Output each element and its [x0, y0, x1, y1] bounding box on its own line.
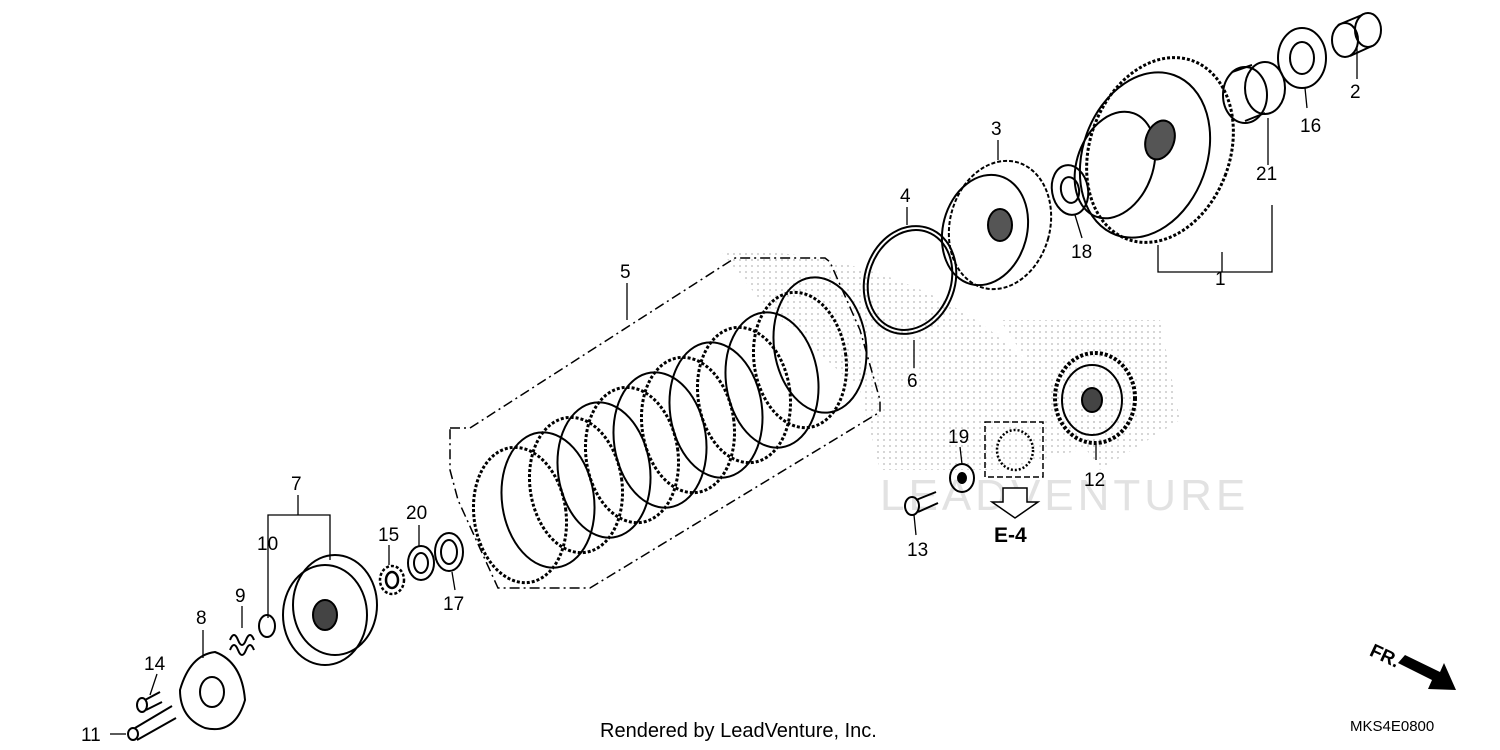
- callout-16: 16: [1300, 116, 1321, 137]
- part-17-washer[interactable]: [434, 532, 464, 572]
- callout-18: 18: [1071, 242, 1092, 263]
- callouts: 1 2 3 4 5 6 7 8 9 10 11 12 13 14 15 16 1…: [81, 82, 1361, 746]
- callout-6: 6: [907, 371, 918, 392]
- part-13-bolt[interactable]: [904, 491, 939, 516]
- callout-7: 7: [291, 474, 302, 495]
- part-4-ring[interactable]: [849, 213, 971, 347]
- front-label: FR.: [1366, 641, 1403, 673]
- svg-text:LEADVENTURE: LEADVENTURE: [880, 471, 1249, 520]
- leader-lines: [110, 48, 1358, 735]
- ref-arrow-down-icon: [989, 487, 1041, 519]
- callout-21: 21: [1256, 164, 1277, 185]
- callout-5: 5: [620, 262, 631, 283]
- callout-8: 8: [196, 608, 207, 629]
- callout-12: 12: [1084, 470, 1105, 491]
- part-1-clutch-outer[interactable]: [1058, 37, 1259, 263]
- ref-e4-spline-collar[interactable]: [984, 421, 1044, 478]
- watermark-logo: LEADVENTURE: [720, 250, 1249, 520]
- callout-13: 13: [907, 540, 928, 561]
- callout-2: 2: [1350, 82, 1361, 103]
- part-12-gear[interactable]: [1053, 351, 1137, 445]
- diagram-code: MKS4E0800: [1350, 718, 1435, 735]
- callout-15: 15: [378, 525, 399, 546]
- callout-17: 17: [443, 594, 464, 615]
- part-16-washer[interactable]: [1277, 27, 1327, 89]
- callout-10: 10: [257, 534, 278, 555]
- part-2-collar[interactable]: [1331, 12, 1382, 58]
- callout-1: 1: [1215, 269, 1226, 290]
- part-7-pressure-plate[interactable]: [282, 554, 378, 666]
- credit-text: Rendered by LeadVenture, Inc.: [600, 720, 877, 742]
- part-8-lifter-plate[interactable]: [178, 650, 247, 731]
- part-21-needle-bearing[interactable]: [1222, 61, 1286, 124]
- part-20-washer[interactable]: [407, 545, 435, 581]
- part-5-clutch-plates[interactable]: [449, 257, 881, 589]
- callout-4: 4: [900, 186, 911, 207]
- part-15-lock-nut[interactable]: [378, 564, 406, 596]
- callout-19: 19: [948, 427, 969, 448]
- front-direction-arrow: FR.: [1366, 641, 1456, 690]
- part-9-spring[interactable]: [229, 634, 255, 656]
- part-18-thrust-washer[interactable]: [1048, 162, 1092, 217]
- callout-20: 20: [406, 503, 427, 524]
- part-3-clutch-center[interactable]: [930, 149, 1065, 300]
- part-14-bolt[interactable]: [136, 691, 163, 713]
- callout-11: 11: [81, 725, 101, 746]
- callout-9: 9: [235, 586, 246, 607]
- ref-e4-label: E-4: [994, 524, 1027, 547]
- part-11-lifter-rod[interactable]: [127, 705, 177, 741]
- callout-3: 3: [991, 119, 1002, 140]
- callout-14: 14: [144, 654, 166, 675]
- part-10-o-ring[interactable]: [258, 614, 276, 638]
